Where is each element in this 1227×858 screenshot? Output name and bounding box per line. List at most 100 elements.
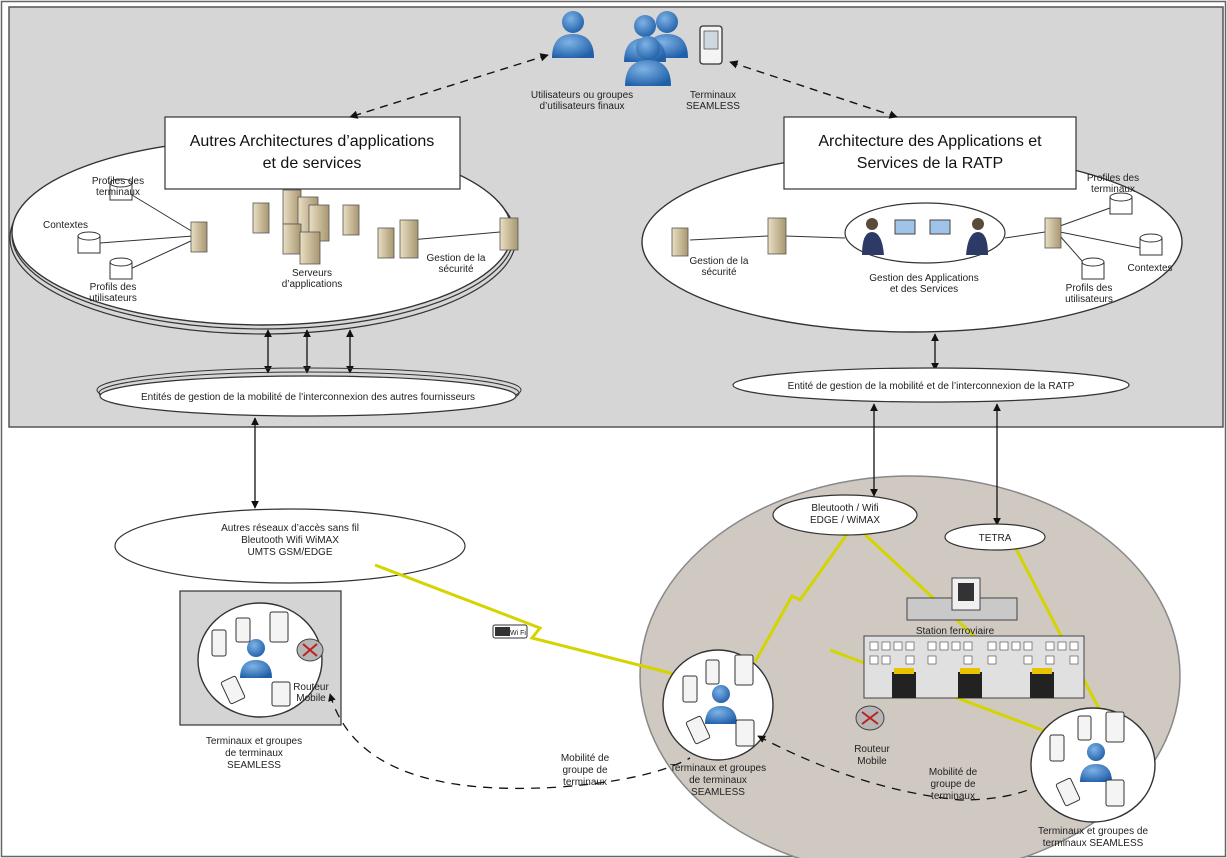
phone-icon [235, 617, 251, 643]
phone-icon [220, 675, 246, 705]
terminals-to-ratp-arch-link [729, 60, 898, 119]
left-mobility-entity-label: Entités de gestion de la mobilité de l’i… [141, 392, 475, 403]
app-servers-label-1: Serveurs [292, 268, 332, 279]
other-networks-line3: UMTS GSM/EDGE [247, 547, 332, 558]
server-icon [767, 217, 787, 255]
terminals-label-2: SEAMLESS [686, 101, 740, 112]
left-title-box [164, 116, 461, 190]
left-contexts: Contextes [43, 220, 88, 231]
tetra-node [944, 523, 1046, 551]
mobility-2-line3: terminaux [931, 791, 975, 802]
left-group-label-3: SEAMLESS [227, 760, 281, 771]
right-title-box [783, 116, 1077, 190]
train-station-icon [863, 577, 1085, 699]
other-networks-line2: Bleutooth Wifi WiMAX [241, 535, 339, 546]
server-icon [190, 221, 208, 253]
phone-icon [1055, 777, 1081, 807]
station-label: Station ferroviaire [916, 626, 995, 637]
user-icon [552, 11, 594, 58]
right-contexts: Contextes [1127, 263, 1172, 274]
wifi-icon [492, 624, 528, 639]
right-security-2: sécurité [701, 267, 736, 278]
apps-services-label-2: et des Services [890, 284, 958, 295]
left-router-label-1: Routeur [293, 682, 329, 693]
users-to-left-arch-link [349, 53, 549, 119]
right-group-label-2: terminaux SEAMLESS [1043, 838, 1144, 849]
person-icon [240, 639, 272, 678]
phone-icon [682, 675, 698, 703]
left-router-label-2: Mobile [296, 693, 326, 704]
phone-icon [271, 681, 291, 707]
phone-icon [735, 719, 755, 747]
mobility-2-line2: groupe de [930, 779, 975, 790]
mobility-1-line1: Mobilité de [561, 753, 610, 764]
database-icon [109, 257, 133, 280]
server-icon [299, 231, 321, 265]
mobility-2-line1: Mobilité de [929, 767, 978, 778]
right-profiles-users-2: utilisateurs [1065, 294, 1113, 305]
center-router-label-1: Routeur [854, 744, 890, 755]
right-profiles-users-1: Profils des [1066, 283, 1113, 294]
left-security-1: Gestion de la [427, 253, 486, 264]
left-title-line2: et de services [263, 155, 362, 172]
phone-icon [211, 629, 227, 657]
phone-icon [705, 659, 720, 685]
bluetooth-wifi-node [772, 494, 918, 536]
server-icon [499, 217, 519, 251]
right-group-label-1: Terminaux et groupes de [1038, 826, 1149, 837]
right-title-line1: Architecture des Applications et [818, 133, 1042, 150]
phone-icon [1049, 734, 1065, 762]
server-icon [399, 219, 419, 259]
pda-icon [269, 611, 289, 643]
database-icon [1139, 233, 1163, 256]
terminals-label-1: Terminaux [690, 90, 736, 101]
center-router-label-2: Mobile [857, 756, 887, 767]
left-profiles-terminals-1: Profiles des [92, 176, 144, 187]
left-title-line1: Autres Architectures d’applications [190, 133, 435, 150]
center-group-label-1: Terminaux et groupes [670, 763, 766, 774]
person-icon [705, 685, 737, 724]
wifi-badge-label: Wi Fi [510, 630, 526, 637]
left-group-label-2: de terminaux [225, 748, 283, 759]
ratp-mobility-entity-label: Entité de gestion de la mobilité et de l… [788, 381, 1075, 392]
center-group-label-2: de terminaux [689, 775, 747, 786]
group-mobility-path-1 [328, 693, 691, 790]
person-icon [1080, 743, 1112, 782]
left-arch-to-entity-links [264, 329, 939, 374]
right-security-1: Gestion de la [690, 256, 749, 267]
left-profiles-users-1: Profils des [90, 282, 137, 293]
database-icon [1109, 192, 1133, 215]
pda-icon [734, 654, 754, 686]
server-icon [377, 227, 395, 259]
group-mobility-path-2 [757, 735, 1034, 801]
phone-icon [685, 715, 711, 745]
phone-icon [1105, 779, 1125, 807]
user-group-icon [624, 11, 688, 86]
server-icon [671, 227, 689, 257]
pda-icon [1105, 711, 1125, 743]
left-mobility-entity [96, 367, 522, 417]
users-label-2: d’utilisateurs finaux [539, 101, 624, 112]
tetra-label: TETRA [979, 533, 1012, 544]
left-profiles-terminals-2: terminaux [96, 187, 140, 198]
database-icon [109, 178, 133, 201]
app-servers-label-2: d’applications [282, 279, 343, 290]
database-icon [77, 231, 101, 254]
phone-icon [1077, 715, 1092, 741]
server-icon [252, 202, 270, 234]
apps-services-label-1: Gestion des Applications [869, 273, 979, 284]
entity-to-network-links [251, 403, 1001, 526]
database-icon [1081, 257, 1105, 280]
server-icon [342, 204, 360, 236]
left-group-label-1: Terminaux et groupes [206, 736, 302, 747]
router-icon [855, 705, 885, 731]
bluetooth-node-line1: Bleutooth / Wifi [811, 503, 878, 514]
right-profiles-terminals-1: Profiles des [1087, 173, 1139, 184]
other-networks-line1: Autres réseaux d’accès sans fil [221, 523, 359, 534]
mobility-1-line3: terminaux [563, 777, 607, 788]
right-title-line2: Services de la RATP [857, 155, 1003, 172]
server-icon [1044, 217, 1062, 249]
ratp-mobility-entity [732, 367, 1130, 403]
